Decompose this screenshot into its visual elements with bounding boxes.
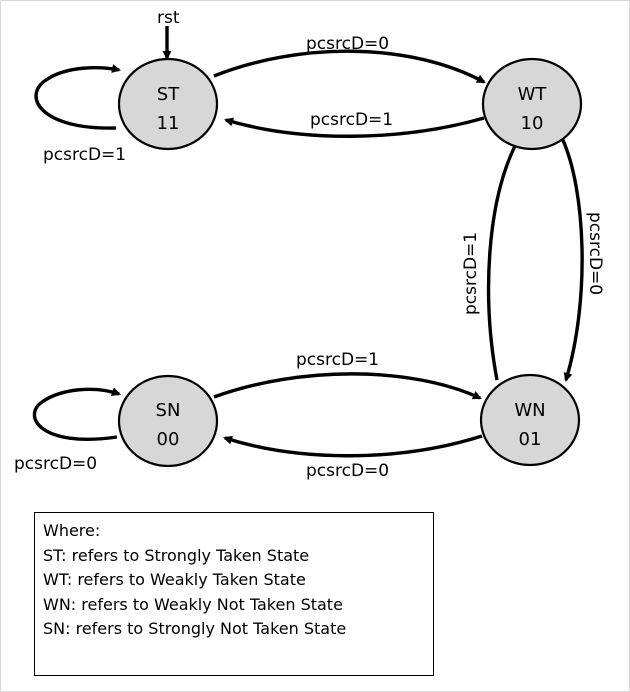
label-wn-to-wt: pcsrcD=1 xyxy=(461,232,481,315)
legend-heading: Where: xyxy=(43,521,101,540)
edge-wt-to-wn xyxy=(560,137,584,382)
legend-line-wn: WN: refers to Weakly Not Taken State xyxy=(43,594,343,614)
legend-box: Where: ST: refers to Strongly Taken Stat… xyxy=(34,512,434,676)
state-wn-name: WN xyxy=(514,400,545,421)
edge-wn-to-sn xyxy=(223,434,483,458)
label-wt-to-wn: pcsrcD=0 xyxy=(585,212,605,295)
edge-sn-to-wn xyxy=(213,372,482,400)
label-sn-to-wn: pcsrcD=1 xyxy=(296,350,379,370)
edge-st-to-wt xyxy=(213,49,486,84)
legend-line-wt: WT: refers to Weakly Taken State xyxy=(43,570,306,589)
edge-sn-self xyxy=(32,387,121,441)
state-wn: WN 01 xyxy=(479,373,581,467)
state-wn-code: 01 xyxy=(519,429,542,450)
legend-line-sn: SN: refers to Strongly Not Taken State xyxy=(43,619,347,638)
state-st: ST 11 xyxy=(117,57,219,151)
edge-wt-to-st xyxy=(224,116,485,138)
state-wt-code: 10 xyxy=(521,113,544,134)
state-diagram: rst pcsrcD=1 pcsrcD=0 pcsrcD=1 pcsrcD=0 … xyxy=(14,8,605,481)
edge-st-self xyxy=(34,64,121,130)
state-sn: SN 00 xyxy=(117,374,219,468)
label-st-to-wt: pcsrcD=0 xyxy=(306,34,389,54)
state-wt-name: WT xyxy=(518,84,548,105)
legend-line-st: ST: refers to Strongly Taken State xyxy=(43,545,310,565)
edge-wn-to-wt xyxy=(486,138,520,381)
label-wt-to-st: pcsrcD=1 xyxy=(310,110,393,130)
state-st-code: 11 xyxy=(157,113,180,134)
reset-label: rst xyxy=(157,8,180,28)
state-wt: WT 10 xyxy=(481,57,583,151)
label-sn-self: pcsrcD=0 xyxy=(14,454,97,474)
state-sn-code: 00 xyxy=(157,429,180,450)
label-wn-to-sn: pcsrcD=0 xyxy=(306,461,389,481)
state-sn-name: SN xyxy=(156,400,181,421)
label-st-self: pcsrcD=1 xyxy=(43,145,126,165)
state-st-name: ST xyxy=(157,84,180,105)
